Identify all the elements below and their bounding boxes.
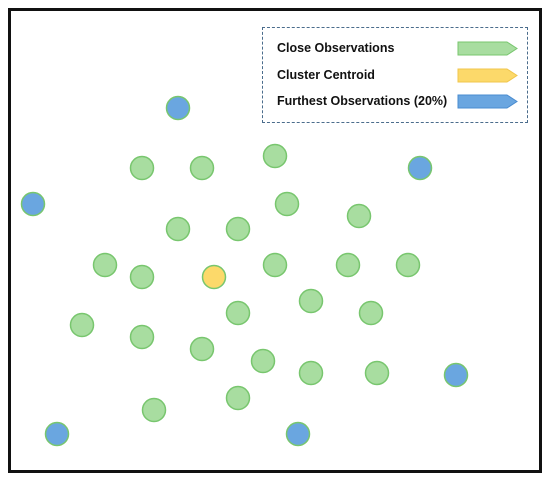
close-observation-point [69, 312, 95, 338]
furthest-observation-point [44, 421, 70, 447]
close-observation-point [92, 252, 118, 278]
close-observation-point [298, 360, 324, 386]
cluster-centroid-point [201, 264, 227, 290]
close-observation-point [225, 216, 251, 242]
yellow-arrow-icon [457, 68, 518, 83]
close-observation-point [129, 264, 155, 290]
legend-label-close: Close Observations [277, 41, 395, 55]
close-observation-point [189, 336, 215, 362]
legend-item-furthest: Furthest Observations (20%) [263, 91, 527, 111]
legend-item-centroid: Cluster Centroid [263, 65, 527, 85]
close-observation-point [250, 348, 276, 374]
close-observation-point [225, 300, 251, 326]
close-observation-point [395, 252, 421, 278]
diagram-frame [8, 8, 542, 473]
legend-label-furthest: Furthest Observations (20%) [277, 94, 448, 108]
furthest-observation-point [407, 155, 433, 181]
close-observation-point [141, 397, 167, 423]
close-observation-point [262, 252, 288, 278]
furthest-observation-point [443, 362, 469, 388]
legend-label-centroid: Cluster Centroid [277, 68, 375, 82]
close-observation-point [189, 155, 215, 181]
furthest-observation-point [285, 421, 311, 447]
legend-item-close: Close Observations [263, 38, 527, 58]
close-observation-point [274, 191, 300, 217]
close-observation-point [262, 143, 288, 169]
close-observation-point [165, 216, 191, 242]
furthest-observation-point [165, 95, 191, 121]
close-observation-point [364, 360, 390, 386]
close-observation-point [129, 324, 155, 350]
close-observation-point [129, 155, 155, 181]
green-arrow-icon [457, 41, 518, 56]
close-observation-point [225, 385, 251, 411]
close-observation-point [358, 300, 384, 326]
furthest-observation-point [20, 191, 46, 217]
close-observation-point [298, 288, 324, 314]
points-layer [20, 95, 469, 447]
close-observation-point [335, 252, 361, 278]
legend-box: Close Observations Cluster Centroid Furt… [262, 27, 528, 123]
blue-arrow-icon [457, 94, 518, 109]
close-observation-point [346, 203, 372, 229]
